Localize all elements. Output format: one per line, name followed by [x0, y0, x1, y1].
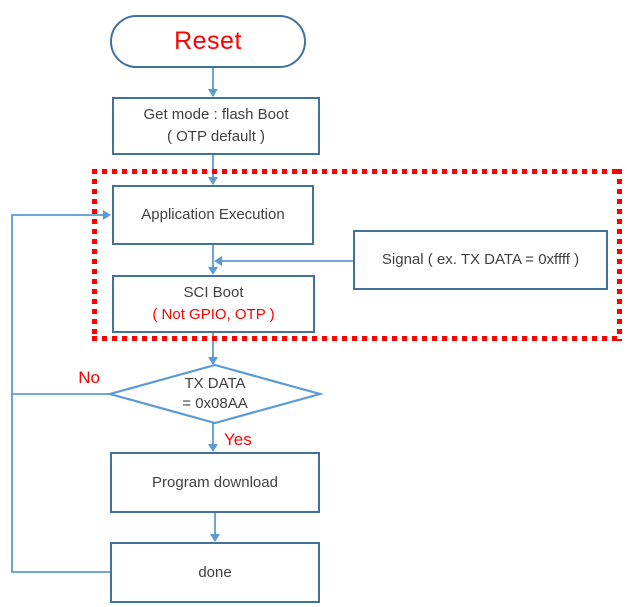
edge-loopback — [11, 214, 110, 573]
get-mode-line2: ( OTP default ) — [166, 128, 266, 145]
reset-label: Reset — [174, 27, 242, 56]
node-sci-boot: SCI Boot ( Not GPIO, OTP ) — [112, 275, 315, 333]
arrowhead-down-icon — [210, 534, 220, 542]
decision-line1: TX DATA — [184, 375, 246, 392]
arrowhead-left-icon — [214, 256, 222, 266]
no-edge-label: No — [78, 368, 100, 387]
node-done: done — [110, 542, 320, 603]
decision-text: TX DATA = 0x08AA — [115, 374, 315, 415]
arrowhead-down-icon — [208, 357, 218, 365]
arrowhead-down-icon — [208, 267, 218, 275]
node-program-download: Program download — [110, 452, 320, 513]
program-download-label: Program download — [152, 473, 278, 491]
arrowhead-down-icon — [208, 89, 218, 97]
sci-boot-line1: SCI Boot — [183, 284, 244, 302]
done-label: done — [198, 563, 232, 581]
node-get-mode: Get mode : flash Boot ( OTP default ) — [112, 97, 320, 155]
arrowhead-right-icon — [103, 210, 111, 220]
node-signal: Signal ( ex. TX DATA = 0xffff ) — [353, 230, 608, 290]
get-mode-line1: Get mode : flash Boot — [143, 106, 289, 124]
arrowhead-down-icon — [208, 444, 218, 452]
node-reset: Reset — [110, 15, 306, 68]
signal-label: Signal ( ex. TX DATA = 0xffff ) — [381, 251, 580, 269]
sci-boot-line2: ( Not GPIO, OTP ) — [152, 306, 275, 323]
application-execution-label: Application Execution — [141, 206, 285, 224]
decision-line2: = 0x08AA — [182, 395, 248, 413]
node-application-execution: Application Execution — [112, 185, 314, 245]
decision-diamond — [105, 363, 325, 425]
yes-edge-label: Yes — [224, 430, 252, 449]
arrowhead-down-icon — [208, 177, 218, 185]
